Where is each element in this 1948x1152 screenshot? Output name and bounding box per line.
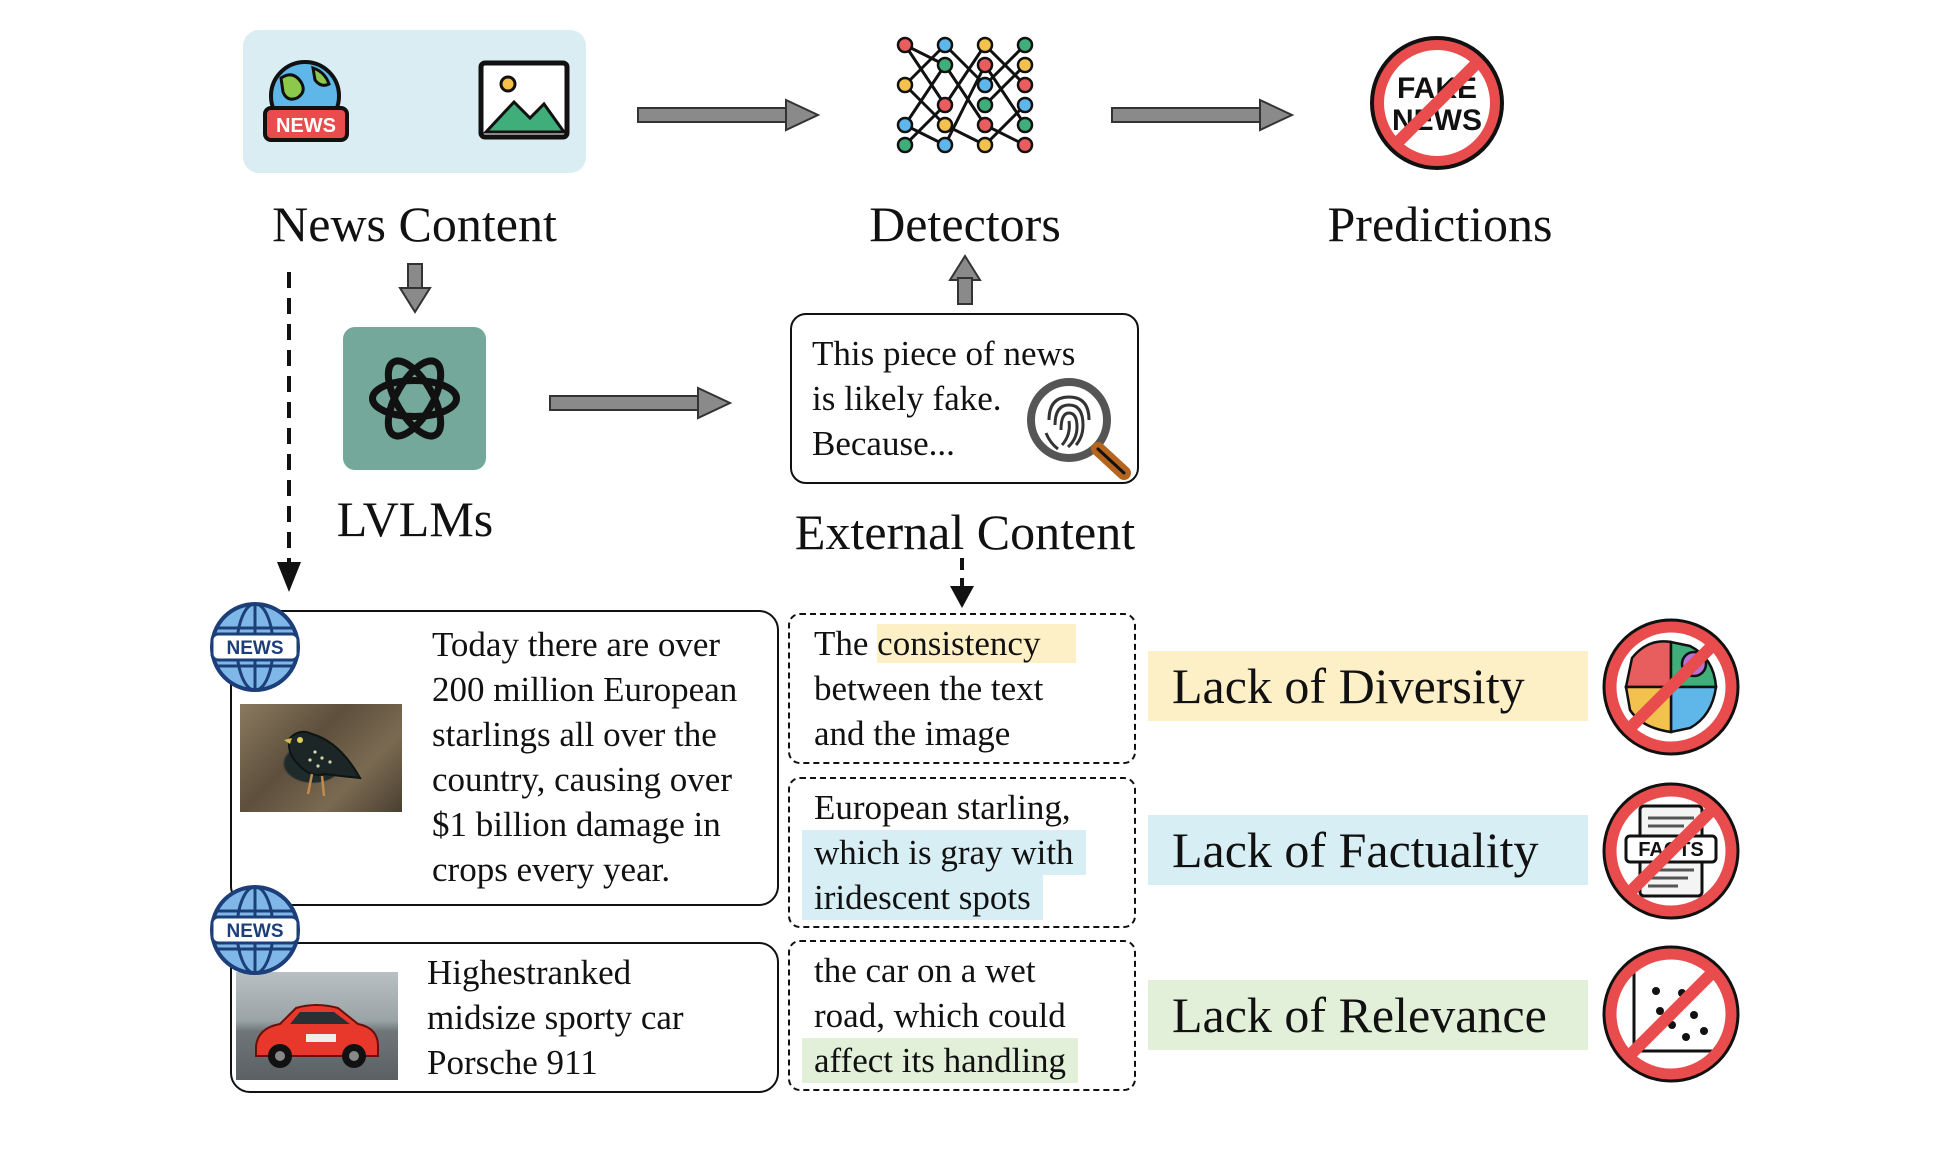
news-globe-icon: NEWS — [210, 885, 300, 975]
snippet-1-prefix: The — [814, 624, 878, 663]
example-1-line-3: starlings all over the — [432, 715, 717, 754]
globe-news-icon: NEWS — [263, 60, 349, 142]
arrow-lvlms-to-explanation — [549, 386, 733, 420]
arrow-explanation-to-detectors — [948, 254, 982, 305]
example-1-line-4: country, causing over — [432, 760, 732, 799]
news-globe-badge-text: NEWS — [227, 638, 284, 659]
relevance-prohibited-icon — [1602, 945, 1740, 1083]
snippet-1-highlight: consistency — [877, 624, 1077, 663]
snippet-3-highlight: affect its handling — [802, 1038, 1079, 1083]
dashed-arrow-news-to-examples — [277, 272, 301, 592]
news-globe-icon: NEWS — [210, 602, 300, 692]
snippet-1-line-2: between the text — [814, 669, 1044, 708]
example-1-line-6: crops every year. — [432, 850, 671, 889]
explanation-line-1: This piece of news — [812, 334, 1076, 373]
snippet-2-line-2: which is gray with — [802, 830, 1086, 875]
snippet-3-line-2: road, which could — [814, 996, 1066, 1035]
explanation-line-2: is likely fake. — [812, 379, 1002, 418]
external-content-label: External Content — [794, 504, 1136, 560]
snippet-starling-fact: European starling, which is gray with ir… — [788, 777, 1136, 928]
openai-knot-icon — [369, 357, 460, 440]
news-content-label: News Content — [272, 196, 557, 252]
arrow-news-to-detectors — [637, 98, 821, 132]
snippet-consistency: The consistency between the text and the… — [788, 613, 1136, 764]
snippet-2-line-1: European starling, — [814, 788, 1071, 827]
image-icon — [478, 60, 570, 140]
example-1-line-2: 200 million European — [432, 670, 738, 709]
starling-bird-icon — [284, 730, 362, 797]
news-globe-badge-text: NEWS — [227, 921, 284, 942]
example-1-line-1: Today there are over — [432, 625, 721, 664]
arrow-detectors-to-predictions — [1111, 98, 1295, 132]
lvlm-logo — [343, 327, 486, 470]
example-1-line-5: $1 billion damage in — [432, 805, 721, 844]
issue-lack-of-factuality: Lack of Factuality — [1148, 815, 1588, 885]
example-card-porsche: Highestranked midsize sporty car Porsche… — [230, 942, 779, 1093]
explanation-box: This piece of news is likely fake. Becau… — [790, 313, 1139, 484]
issue-lack-of-relevance: Lack of Relevance — [1148, 980, 1588, 1050]
car-photo — [236, 972, 398, 1080]
arrow-news-to-lvlms — [398, 263, 432, 314]
explanation-line-3: Because... — [812, 424, 955, 463]
lvlms-label: LVLMs — [336, 491, 494, 547]
snippet-1-line-3: and the image — [814, 714, 1011, 753]
snippet-2-line-3: iridescent spots — [802, 875, 1043, 920]
example-2-line-3: Porsche 911 — [427, 1043, 598, 1082]
snippet-car-relevance: the car on a wet road, which could affec… — [788, 940, 1136, 1091]
snippet-3-line-1: the car on a wet — [814, 951, 1036, 990]
news-badge-text: NEWS — [276, 115, 336, 137]
detectors-label: Detectors — [869, 196, 1061, 252]
example-2-line-1: Highestranked — [427, 953, 632, 992]
predictions-label: Predictions — [1327, 196, 1553, 252]
fake-news-prohibited-icon: FAKE NEWS — [1370, 36, 1504, 170]
dashed-arrow-external-to-snippets — [950, 558, 974, 608]
red-car-icon — [255, 1004, 379, 1068]
fingerprint-magnifier-icon — [1027, 378, 1131, 480]
example-card-starling: Today there are over 200 million Europea… — [230, 610, 779, 906]
diversity-prohibited-icon — [1602, 618, 1740, 756]
example-2-line-2: midsize sporty car — [427, 998, 684, 1037]
factuality-prohibited-icon: FACTS — [1602, 782, 1740, 920]
news-content-card: NEWS — [243, 30, 586, 173]
issue-lack-of-diversity: Lack of Diversity — [1148, 651, 1588, 721]
neural-network-icon — [896, 36, 1034, 154]
snippet-1-line-1: The consistency — [814, 621, 1077, 666]
starling-photo — [240, 704, 402, 812]
